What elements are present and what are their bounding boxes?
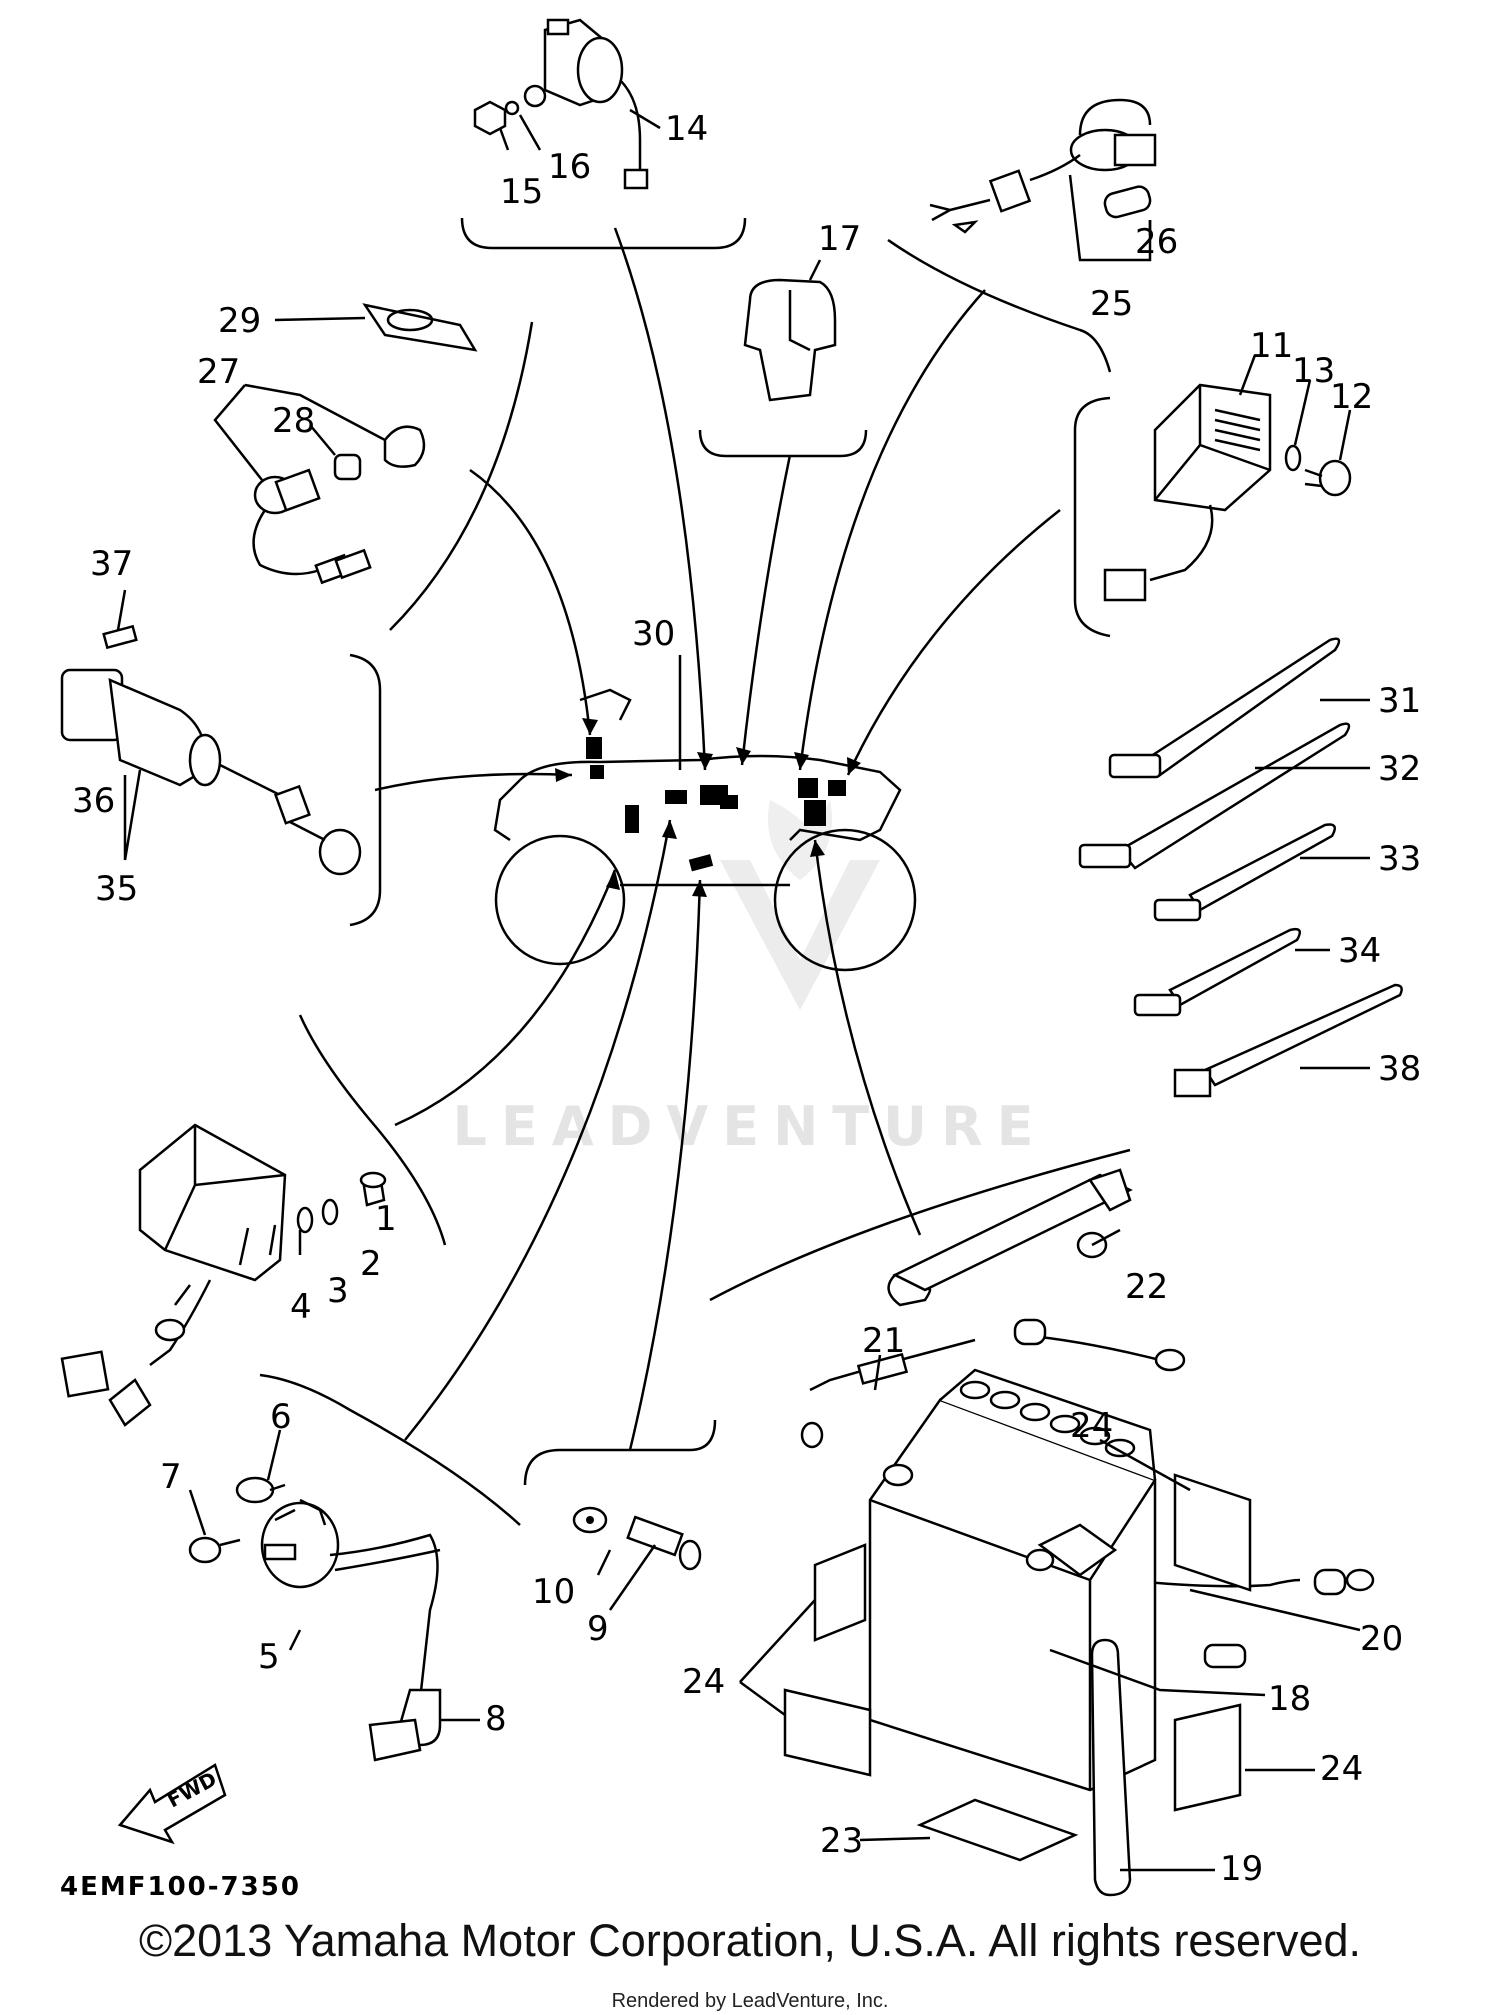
- callout-31: 31: [1378, 681, 1421, 721]
- callout-24-top: 24: [1070, 1406, 1113, 1446]
- callout-8: 8: [485, 1699, 507, 1739]
- callout-12: 12: [1330, 377, 1373, 417]
- copyright-notice: ©2013 Yamaha Motor Corporation, U.S.A. A…: [138, 1915, 1362, 1966]
- callout-36: 36: [72, 781, 115, 821]
- callout-6: 6: [270, 1397, 292, 1437]
- callout-11: 11: [1250, 326, 1293, 366]
- switch-part: [60, 624, 362, 876]
- callout-7: 7: [160, 1457, 182, 1497]
- callout-2: 2: [360, 1244, 382, 1284]
- breather-tube-part: [1090, 1638, 1132, 1897]
- bottom-pad-part: [916, 1798, 1079, 1862]
- battery-band-part: [887, 1168, 1133, 1307]
- wire-lead-part: [929, 98, 1157, 234]
- callout-29: 29: [218, 301, 261, 341]
- callout-24-right: 24: [1320, 1749, 1363, 1789]
- callout-27: 27: [197, 352, 240, 392]
- sensor-part: [252, 425, 426, 585]
- pad-part: [362, 303, 478, 352]
- starter-relay-part: [473, 18, 649, 190]
- callout-leaders: [116, 108, 1370, 1872]
- callout-37: 37: [90, 544, 133, 584]
- callout-17: 17: [818, 219, 861, 259]
- pads-part: [783, 1473, 1252, 1812]
- callout-25: 25: [1090, 284, 1133, 324]
- callout-20: 20: [1360, 1619, 1403, 1659]
- callout-5: 5: [258, 1637, 280, 1677]
- fwd-arrow-icon: FWD: [117, 1763, 227, 1845]
- vehicle-silhouette: [493, 688, 917, 972]
- callout-14: 14: [665, 109, 708, 149]
- watermark-text: LEADVENTURE: [453, 1095, 1048, 1158]
- callout-35: 35: [95, 869, 138, 909]
- callout-35-placeholder: 38: [1378, 1049, 1421, 1089]
- callout-9: 9: [587, 1609, 609, 1649]
- callout-19: 19: [1220, 1849, 1263, 1889]
- callout-18: 18: [1268, 1679, 1311, 1719]
- battery-part: [868, 1368, 1157, 1792]
- cover-part: [743, 278, 837, 402]
- leader-lines: [259, 217, 1131, 1526]
- callout-3: 3: [327, 1271, 349, 1311]
- callout-33: 33: [1378, 839, 1421, 879]
- ignition-coil-part: [188, 1476, 442, 1762]
- sender-part: [572, 1506, 702, 1571]
- callout-34: 34: [1338, 931, 1381, 971]
- callout-23: 23: [820, 1821, 863, 1861]
- callout-32: 32: [1378, 749, 1421, 789]
- cable-ties-part: [1078, 637, 1403, 1098]
- cdi-unit-part: [60, 1123, 387, 1427]
- callout-1: 1: [375, 1199, 397, 1239]
- parts: FWD: [60, 18, 1403, 1897]
- diagram-code: 4EMF100-7350: [60, 1872, 301, 1902]
- rendered-by-note: Rendered by LeadVenture, Inc.: [611, 1990, 889, 2012]
- rectifier-part: [1103, 383, 1352, 602]
- callout-24-left: 24: [682, 1662, 725, 1702]
- callout-26: 26: [1135, 222, 1178, 262]
- callout-16: 16: [548, 147, 591, 187]
- callout-15: 15: [500, 172, 543, 212]
- callout-30: 30: [632, 614, 675, 654]
- callout-13: 13: [1292, 351, 1335, 391]
- callout-4: 4: [290, 1287, 312, 1327]
- callout-21: 21: [862, 1321, 905, 1361]
- callout-28: 28: [272, 401, 315, 441]
- watermark: LEADVENTURE: [453, 800, 1048, 1158]
- callout-10: 10: [532, 1572, 575, 1612]
- callout-22: 22: [1125, 1267, 1168, 1307]
- callout-numbers: 1 2 3 4 5 6 7 8 9 10 11 12 13 14 15 16 1…: [72, 109, 1421, 1889]
